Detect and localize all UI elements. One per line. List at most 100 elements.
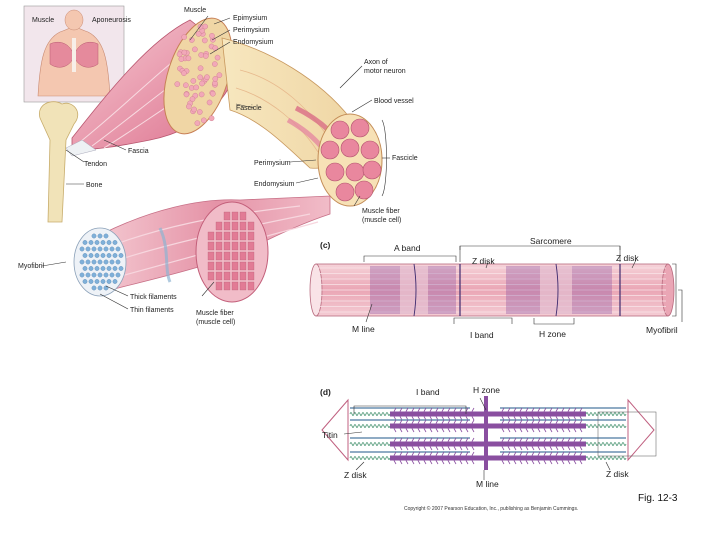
myosin-head [448, 429, 450, 433]
myosin-head [520, 429, 522, 433]
fascicle-dot [203, 53, 208, 58]
myosin-head [550, 429, 552, 433]
c-label-a-band: A band [394, 243, 421, 253]
myosin-head [520, 461, 522, 465]
filament-dot [116, 260, 120, 264]
myosin-head [538, 461, 540, 465]
fascicle-dot [202, 38, 207, 43]
titin-spring [586, 457, 626, 460]
muscle-fiber-circle [355, 181, 373, 199]
myosin-head [400, 447, 402, 451]
myofibril-square [208, 242, 214, 250]
myosin-head [472, 417, 474, 421]
myofibril-square [232, 252, 238, 260]
c-label-m-line: M line [352, 324, 375, 334]
myosin-head [502, 447, 504, 451]
d-label-z-disk-left: Z disk [344, 470, 367, 480]
myosin-head [436, 429, 438, 433]
myosin-head [394, 447, 396, 451]
filament-dot [113, 240, 117, 244]
bone-illustration [39, 102, 77, 222]
titin-spring [586, 425, 626, 428]
myofibril-square [240, 262, 246, 270]
myofibril-square [232, 212, 238, 220]
filament-dot [101, 266, 105, 270]
myofibril-square [224, 262, 230, 270]
myosin-head [472, 429, 474, 433]
myofibril-square [216, 262, 222, 270]
myofibril-square [240, 212, 246, 220]
filament-dot [89, 253, 93, 257]
d-label-titin: Titin [322, 430, 338, 440]
h-zone-region [400, 266, 428, 314]
myosin-head [400, 461, 402, 465]
myofibril-square [240, 232, 246, 240]
c-label-z-disk-2: Z disk [616, 253, 639, 263]
titin-spring [350, 457, 390, 460]
label-muscle-fiber-1: Muscle fiber [362, 208, 400, 215]
filament-dot [119, 266, 123, 270]
filament-dot [98, 247, 102, 251]
label-aponeurosis: Aponeurosis [92, 17, 131, 24]
myosin-head [406, 429, 408, 433]
myosin-head [406, 461, 408, 465]
myosin-head [538, 447, 540, 451]
myofibril-square [248, 272, 254, 280]
myofibril-square [216, 252, 222, 260]
myosin-head [442, 461, 444, 465]
titin-spring [350, 413, 390, 416]
fascicle-dot [201, 118, 206, 123]
label-fascicle-2: Fascicle [392, 155, 418, 162]
myofibril-cylinder [310, 264, 674, 316]
filament-dot [113, 266, 117, 270]
myosin-head [418, 429, 420, 433]
filament-dot [86, 260, 90, 264]
myosin-head [424, 447, 426, 451]
myosin-head [532, 447, 534, 451]
label-fascicle: Fascicle [236, 105, 262, 112]
myosin-head [460, 447, 462, 451]
myosin-head [562, 447, 564, 451]
label-endomysium: Endomysium [233, 39, 274, 46]
myosin-head [466, 447, 468, 451]
myosin-head [538, 429, 540, 433]
label-bone: Bone [86, 182, 102, 189]
myofibril-square [248, 252, 254, 260]
myosin-head [472, 420, 474, 424]
myofibril-square [224, 272, 230, 280]
fascicle-dot [181, 71, 186, 76]
fascicle-dot [209, 116, 214, 121]
filament-dot [92, 273, 96, 277]
filament-dot [101, 240, 105, 244]
myofibril-square [240, 272, 246, 280]
myosin-head [508, 429, 510, 433]
myosin-head [424, 461, 426, 465]
myofibril-square [248, 262, 254, 270]
label-fascia: Fascia [128, 148, 149, 155]
filament-dot [92, 247, 96, 251]
fascicle-dot [194, 85, 199, 90]
filament-dot [95, 240, 99, 244]
filament-dot [83, 253, 87, 257]
myosin-head [412, 429, 414, 433]
myosin-head [448, 447, 450, 451]
fascicle-dot [175, 82, 180, 87]
filament-dot [89, 279, 93, 283]
filament-dot [104, 273, 108, 277]
myosin-head [550, 447, 552, 451]
myosin-head [466, 461, 468, 465]
myosin-head [430, 447, 432, 451]
myosin-head [526, 461, 528, 465]
c-label-h-zone: H zone [539, 329, 566, 339]
filament-dot [98, 234, 102, 238]
c-label-sarcomere: Sarcomere [530, 236, 572, 246]
panel-c-tag: (c) [320, 240, 331, 250]
myofibril-square [208, 272, 214, 280]
myosin-head [472, 452, 474, 456]
filament-dot [83, 240, 87, 244]
fascicle-dot [199, 52, 204, 57]
fascicle-dot [217, 73, 222, 78]
myosin-head [430, 461, 432, 465]
fascicle-dot [213, 76, 218, 81]
